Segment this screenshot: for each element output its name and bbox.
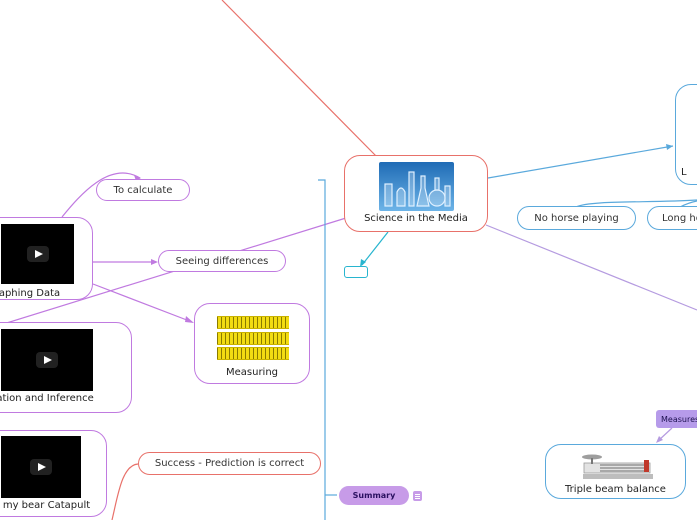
play-icon[interactable] bbox=[36, 352, 58, 368]
catapult-video-thumbnail[interactable] bbox=[1, 436, 81, 498]
link-right-children bbox=[575, 199, 697, 208]
triple-beam-balance-icon bbox=[582, 454, 653, 479]
to-calculate-label: To calculate bbox=[113, 184, 173, 196]
link-central-right-box bbox=[487, 145, 674, 179]
graphing-data-video-thumbnail[interactable] bbox=[1, 224, 74, 284]
summary-bracket bbox=[318, 179, 326, 520]
seeing-differences-label: Seeing differences bbox=[175, 255, 269, 267]
success-prediction-topic[interactable]: Success - Prediction is correct bbox=[138, 452, 321, 475]
play-icon[interactable] bbox=[26, 246, 49, 262]
link-measuring bbox=[92, 283, 193, 323]
graphing-data-label: aphing Data bbox=[0, 288, 61, 299]
no-horse-playing-label: No horse playing bbox=[534, 212, 619, 224]
seeing-differences-topic[interactable]: Seeing differences bbox=[158, 250, 286, 272]
summary-label: Summary bbox=[352, 491, 396, 500]
summary-button[interactable]: Summary bbox=[339, 486, 409, 505]
observation-inference-topic[interactable]: ervation and Inference bbox=[0, 322, 132, 413]
right-topic-partial-text: L bbox=[681, 167, 687, 178]
empty-topic[interactable] bbox=[344, 266, 368, 278]
play-icon[interactable] bbox=[30, 459, 52, 475]
graphing-data-topic[interactable]: aphing Data bbox=[0, 217, 93, 300]
measuring-topic[interactable]: Measuring bbox=[194, 303, 310, 384]
measures-relationship-label[interactable]: Measures bbox=[656, 410, 697, 428]
gummy-bear-catapult-label: my bear Catapult bbox=[2, 500, 91, 511]
observation-inference-label: ervation and Inference bbox=[0, 393, 94, 404]
measures-tag-label: Measures bbox=[661, 414, 697, 424]
long-ho-topic[interactable]: Long ho bbox=[647, 206, 697, 230]
central-topic-title: Science in the Media bbox=[364, 213, 468, 224]
laboratory-glassware-icon bbox=[379, 162, 454, 211]
success-prediction-label: Success - Prediction is correct bbox=[154, 458, 305, 469]
long-ho-label: Long ho bbox=[662, 212, 697, 224]
ruler-icon bbox=[217, 316, 289, 329]
ruler-icon bbox=[217, 347, 289, 360]
notes-icon[interactable] bbox=[413, 491, 422, 501]
ruler-icon bbox=[217, 332, 289, 345]
measuring-label: Measuring bbox=[225, 367, 279, 378]
link-central-empty bbox=[361, 231, 389, 266]
link-central-top bbox=[221, 0, 379, 159]
link-to-calculate bbox=[61, 172, 141, 218]
right-topic-box[interactable]: L bbox=[675, 84, 697, 185]
central-topic[interactable]: Science in the Media bbox=[344, 155, 488, 232]
observation-video-thumbnail[interactable] bbox=[1, 329, 93, 391]
link-central-right-down bbox=[485, 224, 697, 311]
link-success bbox=[111, 463, 139, 520]
to-calculate-topic[interactable]: To calculate bbox=[96, 179, 190, 201]
gummy-bear-catapult-topic[interactable]: my bear Catapult bbox=[0, 430, 107, 517]
no-horse-playing-topic[interactable]: No horse playing bbox=[517, 206, 636, 230]
triple-beam-balance-topic[interactable]: Triple beam balance bbox=[545, 444, 686, 499]
triple-beam-balance-label: Triple beam balance bbox=[565, 484, 666, 495]
